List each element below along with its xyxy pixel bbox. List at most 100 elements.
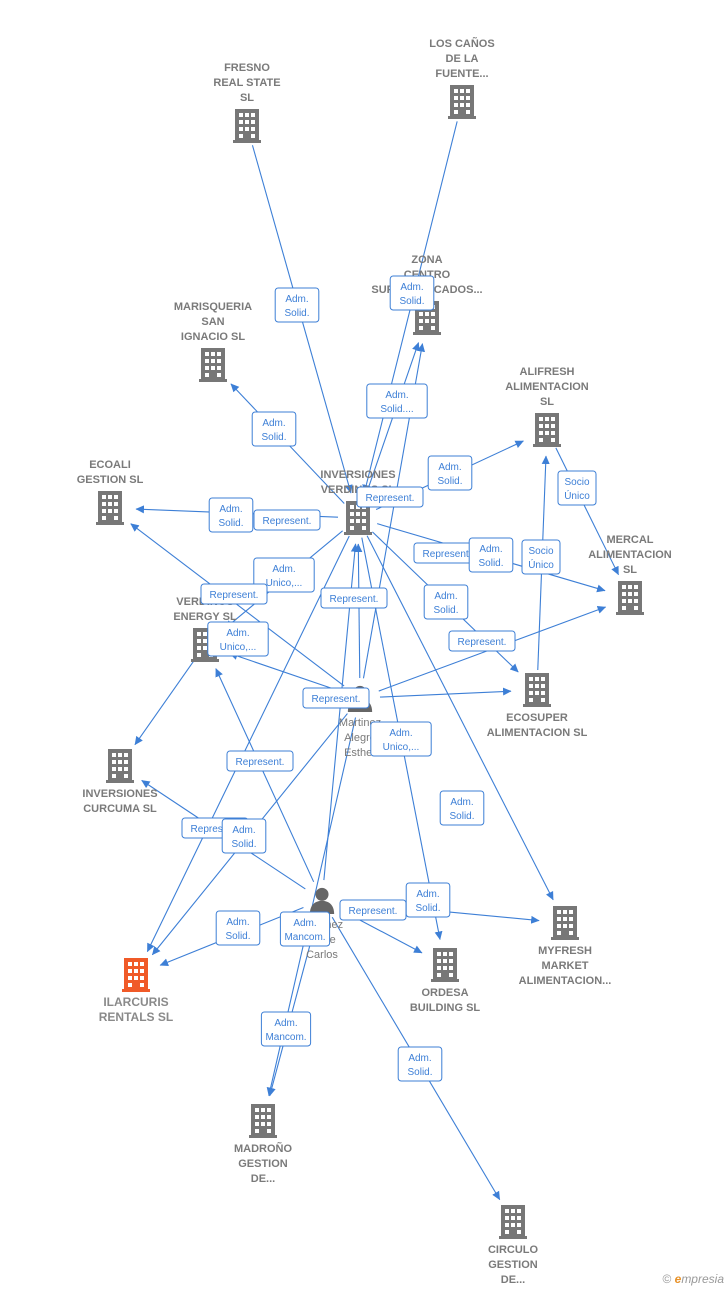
edge-label-text: Solid.... xyxy=(380,404,413,415)
node-label: BUILDING SL xyxy=(410,1002,481,1014)
edge-label-inversionesverdinos-ordesa[interactable]: Adm.Unico,... xyxy=(370,721,432,757)
edge-label-inversionesverdinos-verdinosenergy[interactable]: Adm.Unico,... xyxy=(253,557,315,593)
edge-label-text: Represent. xyxy=(458,637,507,648)
edge-label-text: Adm. xyxy=(262,418,285,429)
node-label: MYFRESH xyxy=(538,945,592,957)
copyright-icon: © xyxy=(662,1272,672,1286)
edge-label-inversionesverdinos-zona[interactable]: Adm.Solid.... xyxy=(366,383,428,419)
building-icon xyxy=(106,749,134,783)
brand-logo-e: e xyxy=(674,1272,682,1286)
building-icon xyxy=(533,413,561,447)
edge-label-loscanos-inversionesverdinos[interactable]: Adm.Solid. xyxy=(389,275,435,311)
edge-label-text: Solid. xyxy=(284,308,309,319)
node-label: ZONA xyxy=(411,254,442,266)
node-label: CIRCULO xyxy=(488,1244,539,1256)
edge-label-text: Adm. xyxy=(285,294,308,305)
edge-label-text: Adm. xyxy=(408,1053,431,1064)
edge-label-inversionesverdinos-myfresh[interactable]: Adm. Solid. xyxy=(439,790,485,826)
node-curcuma[interactable]: INVERSIONES CURCUMA SL xyxy=(82,749,158,815)
edge-label-martinez-verdinosenergy[interactable]: Represent. xyxy=(200,583,268,605)
node-marisqueria[interactable]: MARISQUERIA SAN IGNACIO SL xyxy=(174,301,252,382)
edge-label-carlos-ilarcuris[interactable]: Adm.Solid. xyxy=(215,910,261,946)
edge-martinez-ecoali xyxy=(130,523,345,687)
edge-label-text: Adm. xyxy=(450,797,473,808)
edge-label-text: Represent. xyxy=(263,516,312,527)
edge-label-text: Adm. xyxy=(400,282,423,293)
edge-label-text: Solid. xyxy=(449,811,474,822)
building-icon xyxy=(122,958,150,992)
node-ordesa[interactable]: ORDESA BUILDING SL xyxy=(410,948,481,1014)
edge-label-text: Adm. xyxy=(293,918,316,929)
edge-label-carlos-ordesa[interactable]: Represent. xyxy=(339,899,407,921)
edge-label-martinez-inversionesverdinos[interactable]: Represent. xyxy=(356,486,424,508)
edge-labels-layer: Adm.Solid.Adm.Solid.Adm.Solid....Adm.Sol… xyxy=(181,275,597,1082)
edge-label-text: Solid. xyxy=(433,605,458,616)
node-label: REAL STATE xyxy=(213,77,280,89)
edge-label-martinez-ecoali[interactable]: Represent. xyxy=(253,509,321,531)
edge-label-text: Mancom. xyxy=(265,1032,306,1043)
node-label: SAN xyxy=(201,316,224,328)
node-label: INVERSIONES xyxy=(82,788,157,800)
edge-alifresh-mercal xyxy=(555,447,619,576)
node-myfresh[interactable]: MYFRESHMARKETALIMENTACION... xyxy=(519,906,612,987)
node-label: DE... xyxy=(251,1173,275,1185)
edge-label-text: Represent. xyxy=(191,824,240,835)
building-icon xyxy=(616,581,644,615)
edge-label-text: Adm. xyxy=(434,591,457,602)
edge-label-inversionesverdinos-mercal[interactable]: Adm.Solid. xyxy=(468,537,514,573)
node-label: ALIFRESH xyxy=(520,366,575,378)
node-label: CURCUMA SL xyxy=(83,803,157,815)
node-label: ORDESA xyxy=(421,987,468,999)
node-label: ALIMENTACION... xyxy=(519,975,612,987)
node-label: MARISQUERIA xyxy=(174,301,252,313)
edge-label-carlos-inversionesverdinos[interactable]: Adm. Mancom. xyxy=(279,911,331,947)
edge-label-text: Adm. xyxy=(272,564,295,575)
node-label: INVERSIONES xyxy=(320,469,395,481)
edge-label-carlos-myfresh[interactable]: Adm.Solid. xyxy=(405,882,451,918)
edge-label-fresno-inversionesverdinos[interactable]: Adm. Solid. xyxy=(274,287,320,323)
building-icon xyxy=(499,1205,527,1239)
edge-label-inversionesverdinos-marisqueria[interactable]: Adm.Solid. xyxy=(251,411,297,447)
node-madrono[interactable]: MADROÑOGESTIONDE... xyxy=(234,1104,292,1185)
edge-label-text: Socio xyxy=(528,546,553,557)
edge-inversionesverdinos-zona xyxy=(364,342,420,500)
edge-label-text: Solid. xyxy=(415,903,440,914)
edge-label-text: Solid. xyxy=(437,476,462,487)
edge-label-carlos-madrono[interactable]: Adm.Mancom. xyxy=(260,1011,312,1047)
edge-label-martinez-ecosuper[interactable]: Represent. xyxy=(448,630,516,652)
node-label: GESTION SL xyxy=(77,474,144,486)
node-circulo[interactable]: CIRCULOGESTIONDE... xyxy=(488,1205,539,1286)
node-label: MERCAL xyxy=(606,534,653,546)
edge-label-inversionesverdinos-ilarcuris[interactable]: Adm.Solid. xyxy=(221,818,267,854)
edge-label-text: Adm. xyxy=(226,628,249,639)
edge-label-martinez-ilarcuris[interactable]: Represent. xyxy=(302,687,370,709)
edge-label-text: Represent. xyxy=(366,493,415,504)
edge-label-text: Unico,... xyxy=(383,742,420,753)
edge-label-martinez-zona[interactable]: Represent. xyxy=(320,587,388,609)
edge-label-text: Único xyxy=(528,558,554,571)
edge-label-carlos-verdinosenergy[interactable]: Represent. xyxy=(226,750,294,772)
node-label: Alegre xyxy=(344,732,376,744)
edge-label-text: Represent. xyxy=(236,757,285,768)
edge-label-inversionesverdinos-ecoali[interactable]: Adm.Solid. xyxy=(208,497,254,533)
node-label: DE LA xyxy=(446,53,479,65)
edge-label-verdinosenergy-curcuma[interactable]: Adm.Unico,... xyxy=(207,621,269,657)
edge-label-text: Mancom. xyxy=(284,932,325,943)
edge-label-text: Solid. xyxy=(225,931,250,942)
brand-watermark: © empresia xyxy=(662,1272,724,1286)
edge-label-inversionesverdinos-alifresh[interactable]: Adm.Solid. xyxy=(427,455,473,491)
edge-label-inversionesverdinos-ecosuper[interactable]: Adm. Solid. xyxy=(423,584,469,620)
node-label: GESTION xyxy=(488,1259,538,1271)
edge-label-carlos-circulo[interactable]: Adm.Solid. xyxy=(397,1046,443,1082)
node-label: IGNACIO SL xyxy=(181,331,245,343)
